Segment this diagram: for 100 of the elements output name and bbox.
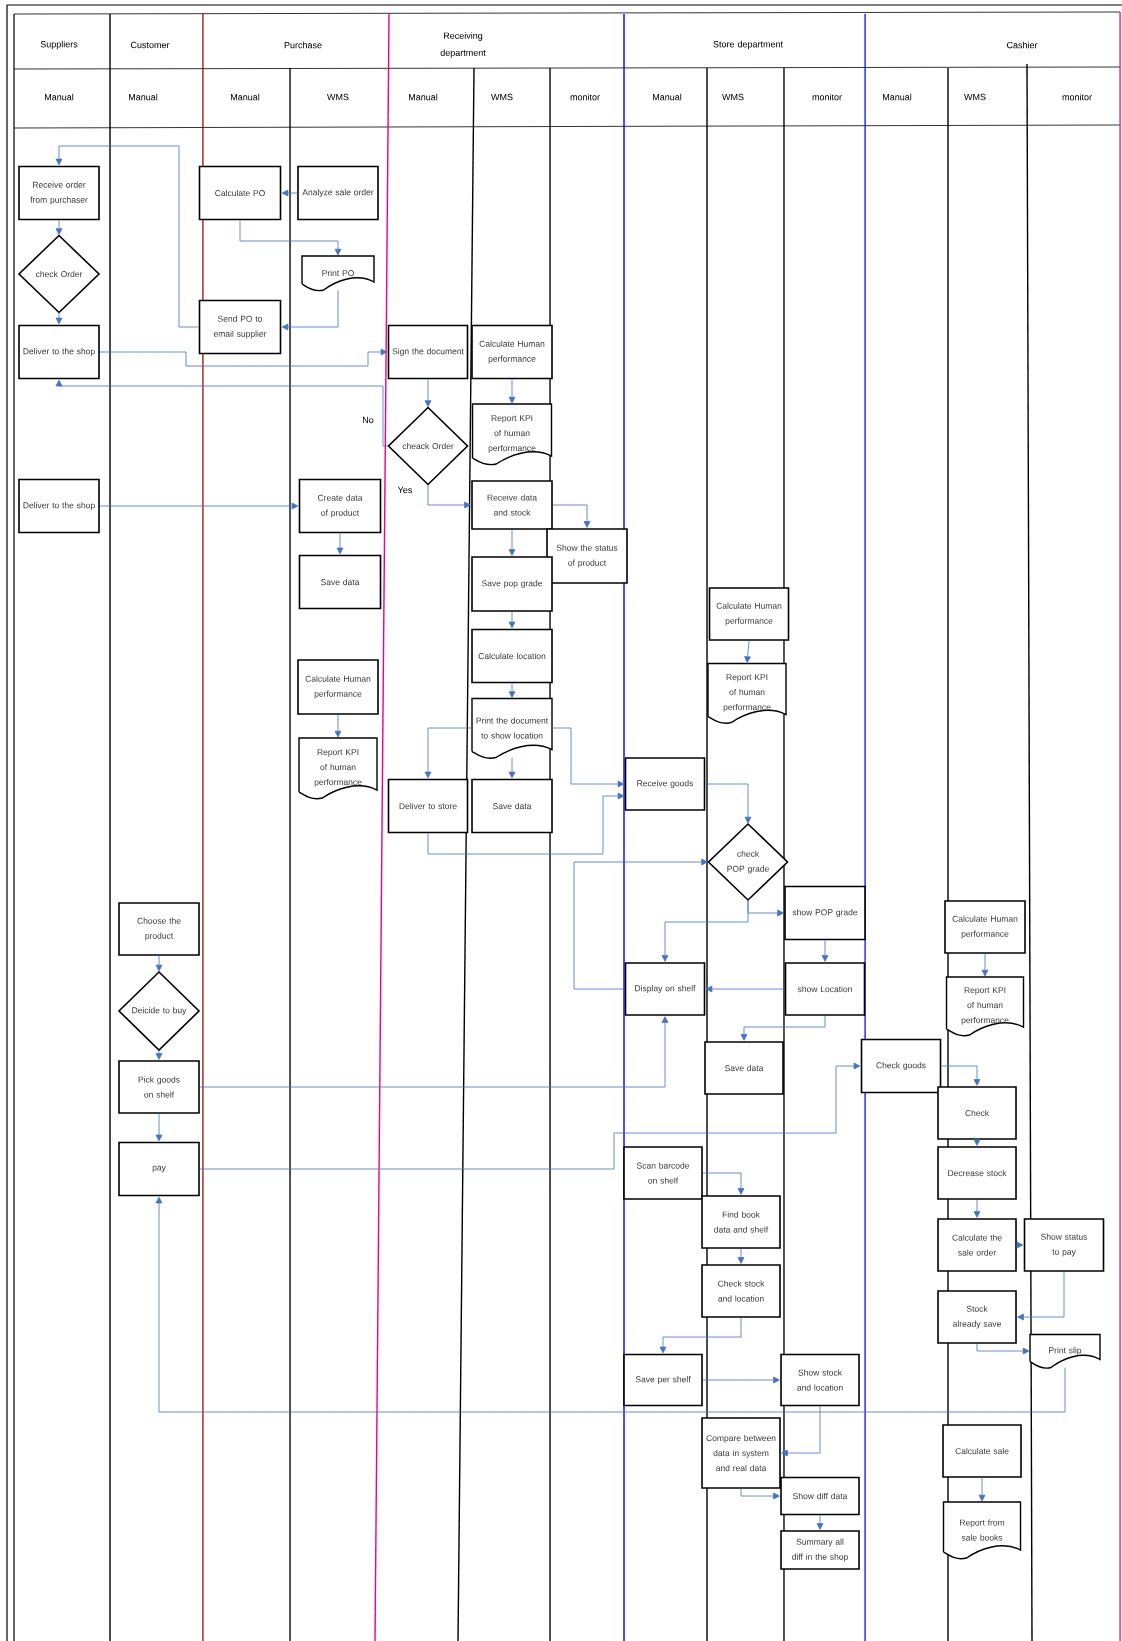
arrow (199, 1062, 861, 1170)
process-box: Analyze sale order (297, 165, 379, 221)
process-box: Create data of product (298, 478, 382, 534)
process-box: Show the status of product (546, 528, 628, 584)
arrow (155, 1049, 163, 1060)
process-box: Calculate Human performance (944, 900, 1026, 954)
arrow (702, 1376, 780, 1384)
arrow (424, 378, 432, 407)
process-box: Receive data and stock (471, 480, 553, 530)
edge-label: Yes (396, 485, 414, 495)
arrow (704, 783, 752, 824)
arrow (508, 611, 516, 629)
process-box: Receive goods (624, 757, 706, 811)
process-box: Calculate Human performance (471, 324, 553, 380)
process-box: Decrease stock (937, 1146, 1017, 1200)
process-box: Show diff data (780, 1476, 860, 1516)
document-shape: Report KPI of human performance (945, 976, 1025, 1037)
process-box: Save per shelf (623, 1353, 703, 1407)
arrow (155, 955, 163, 972)
arrow (99, 348, 388, 367)
lane-header: Cashier (1006, 41, 1038, 49)
arrow (661, 899, 749, 962)
arrow (55, 145, 200, 328)
arrow (334, 714, 342, 738)
process-box: Choose the product (118, 902, 200, 956)
arrow (981, 953, 989, 977)
arrow (508, 757, 516, 779)
process-box: Calculate PO (198, 165, 282, 221)
process-box: Pick goods on shelf (118, 1060, 200, 1114)
lane-header: monitor (812, 93, 842, 101)
arrow (239, 219, 342, 256)
process-box: Calculate location (471, 628, 553, 684)
lane-header: Manual (883, 93, 912, 101)
arrow (281, 189, 298, 197)
process-box: Check goods (860, 1038, 942, 1094)
arrow (816, 1514, 824, 1530)
arrow (573, 858, 708, 990)
arrow (781, 1405, 821, 1457)
arrow (978, 1477, 986, 1502)
lane-header: Customer (130, 41, 170, 49)
lane-header: WMS (327, 93, 349, 101)
process-box: Sign the document (387, 324, 469, 380)
document-shape: Report KPI of human performance (298, 737, 378, 800)
document-shape: Report KPI of human performance (471, 403, 553, 466)
lane-header: Receiving department (440, 32, 486, 58)
arrow (99, 502, 299, 510)
document-shape: Report from sale books (942, 1501, 1022, 1560)
lane-header: Manual (231, 93, 260, 101)
process-box: Compare between data in system and real data (701, 1417, 781, 1489)
arrow (427, 484, 471, 509)
process-box: Show stock and location (780, 1353, 860, 1407)
arrow (281, 289, 339, 331)
arrow (508, 682, 516, 698)
lane-header: Manual (653, 93, 682, 101)
arrow (744, 640, 751, 663)
process-box: Save data (471, 778, 553, 834)
arrow (1017, 1271, 1065, 1321)
process-box: Display on shelf (624, 962, 706, 1016)
process-box: Save data (298, 554, 382, 610)
arrow (424, 727, 473, 779)
arrow (702, 1172, 745, 1195)
lane-header: Manual (129, 93, 158, 101)
process-box: Deliver to the shop (18, 324, 100, 380)
arrow (976, 1343, 1030, 1355)
process-box: Scan barcode on shelf (623, 1146, 703, 1200)
process-box: Save data (704, 1041, 784, 1095)
arrow (427, 792, 625, 855)
document-shape: Print PO (301, 255, 375, 292)
lane-header: Purchase (284, 41, 322, 49)
arrow (740, 1488, 780, 1500)
lane-header: Manual (409, 93, 438, 101)
lane-header: Manual (45, 93, 74, 101)
process-box: Check stock and location (701, 1264, 781, 1318)
arrow (155, 1113, 163, 1142)
lane-header: Suppliers (40, 40, 78, 50)
arrow (199, 1016, 669, 1088)
document-shape: Print slip (1029, 1333, 1101, 1369)
arrow (55, 312, 63, 325)
process-box: Stock already save (937, 1290, 1017, 1344)
arrow (1016, 1241, 1024, 1249)
arrow (659, 1317, 742, 1354)
edge-label: No (361, 415, 375, 425)
process-box: Save pop grade (471, 556, 553, 612)
arrow (737, 1248, 745, 1264)
document-shape: Print the document to show location (471, 697, 553, 759)
arrow (973, 1199, 981, 1218)
arrow (552, 504, 591, 528)
process-box: Check (937, 1086, 1017, 1140)
arrow (973, 1139, 981, 1146)
lane-header: monitor (570, 93, 600, 101)
process-box: Summary all diff in the shop (780, 1530, 860, 1570)
process-box: Send PO to email supplier (198, 299, 282, 355)
lane-header: WMS (964, 93, 986, 101)
arrow (55, 379, 389, 447)
process-box: Deliver to store (387, 778, 469, 834)
arrow (508, 378, 516, 404)
arrow (940, 1065, 981, 1086)
lane-header: Store department (713, 40, 783, 50)
arrow (508, 529, 516, 556)
process-box: Receive order from purchaser (18, 165, 100, 221)
